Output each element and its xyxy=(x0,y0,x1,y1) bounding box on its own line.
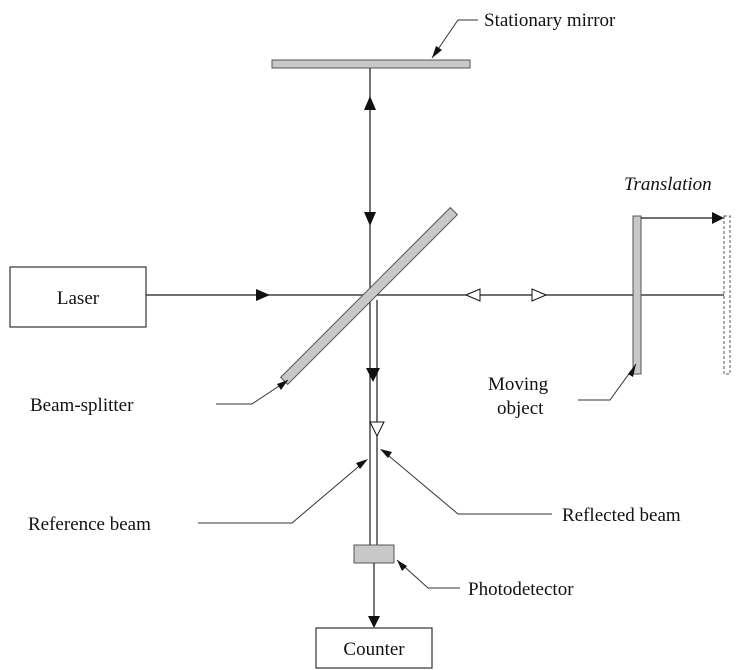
moving-object xyxy=(632,215,642,375)
beam-splitter-leader xyxy=(216,379,289,405)
reflected-beam-leader xyxy=(382,450,552,515)
reference-beam-leader-arrowhead xyxy=(356,459,368,469)
laser-label: Laser xyxy=(57,288,100,309)
reflected-beam-label: Reflected beam xyxy=(562,505,681,526)
stationary-mirror xyxy=(271,59,471,69)
stationary-mirror-leader-arrowhead xyxy=(432,46,442,58)
beam-splitter xyxy=(279,206,459,386)
moving-object-translated xyxy=(723,215,731,375)
down-arrow-icon xyxy=(364,212,376,226)
counter-label: Counter xyxy=(343,639,405,660)
reference-beam-label: Reference beam xyxy=(28,514,151,535)
beam-splitter-leader-arrowhead xyxy=(277,380,288,390)
photodetector xyxy=(353,544,395,564)
photodetector-leader-arrowhead xyxy=(397,560,407,571)
laser-box xyxy=(9,266,147,328)
reflected-beam-leader-arrowhead xyxy=(380,449,392,458)
right-arrow-open-icon xyxy=(531,288,548,302)
down-arrow-filled-icon xyxy=(366,368,380,382)
right-arrow-icon xyxy=(256,289,270,301)
stationary-mirror-leader xyxy=(431,19,478,59)
down-arrow-open-icon xyxy=(369,421,385,438)
translation-arrowhead-icon xyxy=(712,212,724,224)
photodetector-label: Photodetector xyxy=(468,579,574,600)
counter-box xyxy=(315,627,433,669)
moving-object-label: Moving xyxy=(488,374,549,395)
photodetector-leader xyxy=(396,559,460,589)
reference-beam-leader xyxy=(198,461,365,524)
stationary-mirror-label: Stationary mirror xyxy=(484,10,616,31)
left-arrow-open-icon xyxy=(464,288,481,302)
moving-object-leader xyxy=(578,363,637,401)
beam-splitter-label: Beam-splitter xyxy=(30,395,134,416)
moving-object-leader-arrowhead xyxy=(628,364,636,377)
down-arrow-counter-icon xyxy=(368,616,380,628)
up-arrow-icon xyxy=(364,96,376,110)
translation-label: Translation xyxy=(624,174,712,195)
moving-object-label-line2: object xyxy=(497,398,544,419)
